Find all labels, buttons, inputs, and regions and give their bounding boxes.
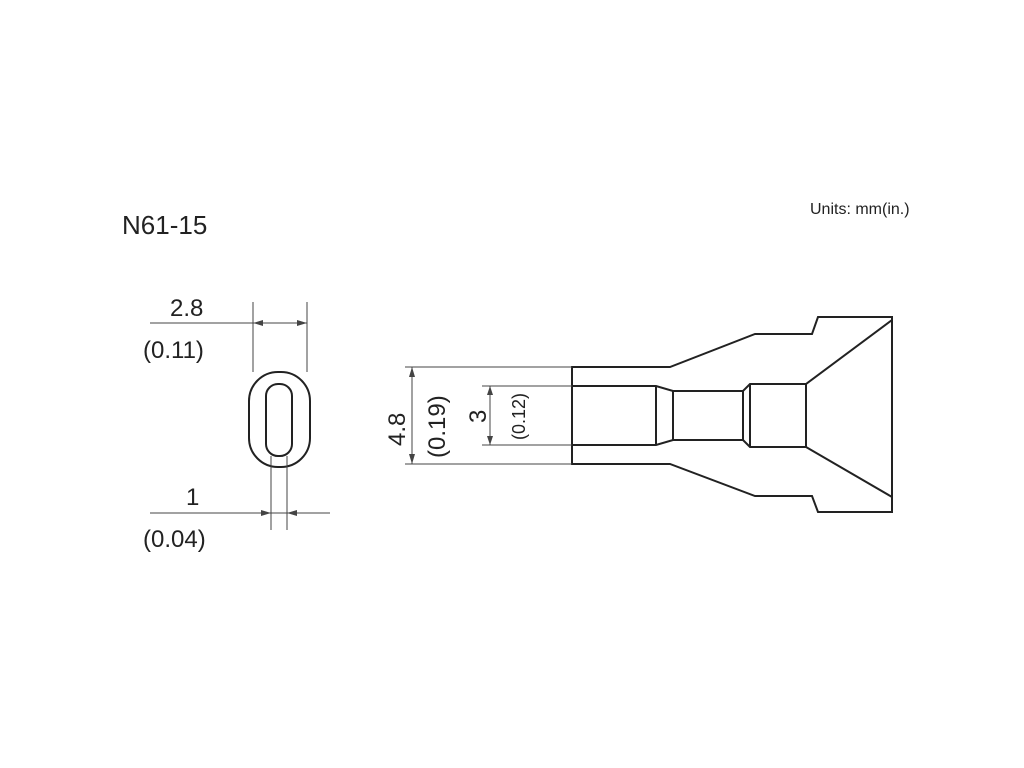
inner-dia-mm: 3 — [465, 410, 492, 423]
front-width-arrow-right — [297, 320, 307, 326]
front-slot-mm: 1 — [186, 484, 199, 511]
side-section-view: 4.8 (0.19) 3 (0.12) — [384, 316, 893, 513]
inner-dia-in: (0.12) — [509, 393, 529, 440]
outer-dia-arrow-bottom — [409, 454, 415, 464]
units-label: Units: mm(in.) — [810, 201, 910, 218]
section-top-wall — [571, 316, 893, 392]
front-slot-in: (0.04) — [143, 526, 206, 553]
front-width-mm: 2.8 — [170, 295, 203, 322]
outer-dia-mm: 4.8 — [384, 413, 411, 446]
front-slot-arrow-left — [261, 510, 271, 516]
model-title: N61-15 — [122, 210, 207, 240]
outer-dia-arrow-top — [409, 367, 415, 377]
section-bottom-wall — [571, 439, 893, 513]
front-slot-arrow-right — [287, 510, 297, 516]
inner-dia-arrow-bottom — [487, 436, 493, 445]
front-outer-shape — [248, 371, 311, 468]
front-view: 2.8 (0.11) 1 (0.04) — [143, 295, 330, 553]
front-width-in: (0.11) — [143, 337, 204, 364]
front-width-arrow-left — [253, 320, 263, 326]
outer-dia-in: (0.19) — [424, 395, 451, 458]
inner-dia-arrow-top — [487, 386, 493, 395]
front-inner-slot — [265, 383, 293, 457]
